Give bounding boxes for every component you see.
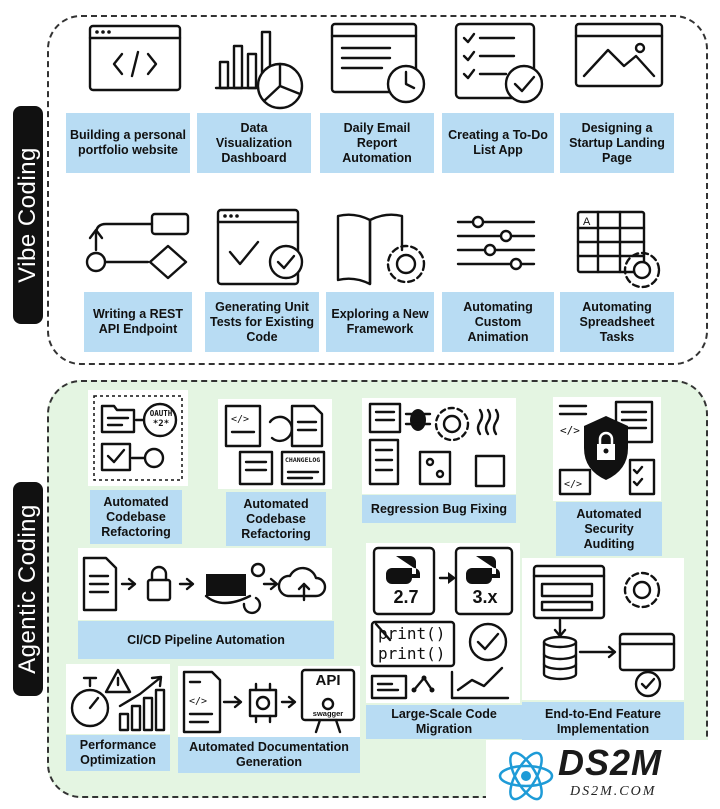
vibe-label-email-report: Daily Email Report Automation [320, 113, 434, 173]
vibe-label-rest-api: Writing a REST API Endpoint [84, 292, 192, 352]
svg-text:</>: </> [189, 696, 207, 707]
vibe-coding-title-tab: Vibe Coding [13, 106, 43, 324]
oauth-text: OAUTH [149, 409, 173, 418]
svg-text:</>: </> [564, 479, 582, 490]
card-changelog [218, 399, 332, 489]
agentic-label-bug-fixing: Regression Bug Fixing [362, 495, 516, 523]
changelog-docs-icon: </> [224, 404, 326, 486]
book-gear-icon [336, 213, 426, 286]
agentic-label-refactor-1: Automated Codebase Refactoring [90, 490, 182, 544]
svg-text:</>: </> [231, 414, 249, 425]
swagger-text: swagger [312, 709, 344, 718]
watermark-brand: DS2M [558, 742, 663, 783]
vibe-label-todo: Creating a To-Do List App [442, 113, 554, 173]
pipeline-icon [82, 556, 327, 615]
oauth-refactor-icon [93, 395, 183, 481]
sliders-icon [456, 215, 536, 271]
watermark-url: DS2M.COM [570, 784, 657, 799]
vibe-coding-title: Vibe Coding [14, 147, 42, 283]
api-docs-icon: </> [182, 668, 356, 734]
print-new: print() [378, 644, 446, 663]
shield-lock-icon: </> </> [558, 400, 656, 496]
spreadsheet-gear-icon: A [576, 210, 661, 289]
feature-stack-icon [532, 564, 676, 698]
bar-pie-chart-icon [214, 30, 304, 110]
svg-text:A: A [583, 216, 591, 228]
agentic-label-migration: Large-Scale Code Migration [366, 705, 522, 739]
agentic-label-security: Automated Security Auditing [556, 502, 662, 556]
stopwatch-chart-icon [70, 668, 166, 732]
oauth-sub-text: *2* [152, 419, 170, 429]
vibe-label-unit-tests: Generating Unit Tests for Existing Code [205, 292, 319, 352]
code-window-icon [88, 24, 182, 92]
vibe-coding-panel [47, 15, 708, 365]
vibe-label-spreadsheet: Automating Spreadsheet Tasks [560, 292, 674, 352]
card-pipeline [78, 548, 332, 620]
agentic-label-feature: End-to-End Feature Implementation [522, 702, 684, 742]
vibe-label-animation: Automating Custom Animation [442, 292, 554, 352]
svg-text:</>: </> [560, 424, 580, 437]
test-window-icon [216, 208, 304, 286]
landing-image-icon [574, 22, 664, 88]
bug-gear-icon [368, 402, 506, 488]
agentic-label-pipeline: CI/CD Pipeline Automation [78, 621, 334, 659]
python-migration-icon [370, 546, 514, 700]
vibe-label-landing: Designing a Startup Landing Page [560, 113, 674, 173]
api-text: API [315, 672, 341, 689]
checklist-icon [454, 22, 544, 104]
atom-logo-icon [498, 751, 554, 801]
agentic-coding-title-tab: Agentic Coding [13, 482, 43, 696]
vibe-label-framework: Exploring a New Framework [326, 292, 434, 352]
agentic-coding-title: Agentic Coding [14, 504, 41, 674]
agentic-label-documentation: Automated Documentation Generation [178, 737, 360, 773]
py-new-version: 3.x [472, 587, 498, 607]
print-old: print() [378, 624, 446, 643]
vibe-label-dashboard: Data Visualization Dashboard [197, 113, 311, 173]
vibe-label-portfolio: Building a personal portfolio website [66, 113, 190, 173]
py-old-version: 2.7 [393, 587, 419, 607]
agentic-label-refactor-2: Automated Codebase Refactoring [226, 492, 326, 546]
flowchart-icon [85, 212, 190, 280]
agentic-label-performance: Performance Optimization [66, 735, 170, 771]
report-clock-icon [330, 22, 426, 104]
changelog-text: CHANGELOG [285, 456, 321, 464]
